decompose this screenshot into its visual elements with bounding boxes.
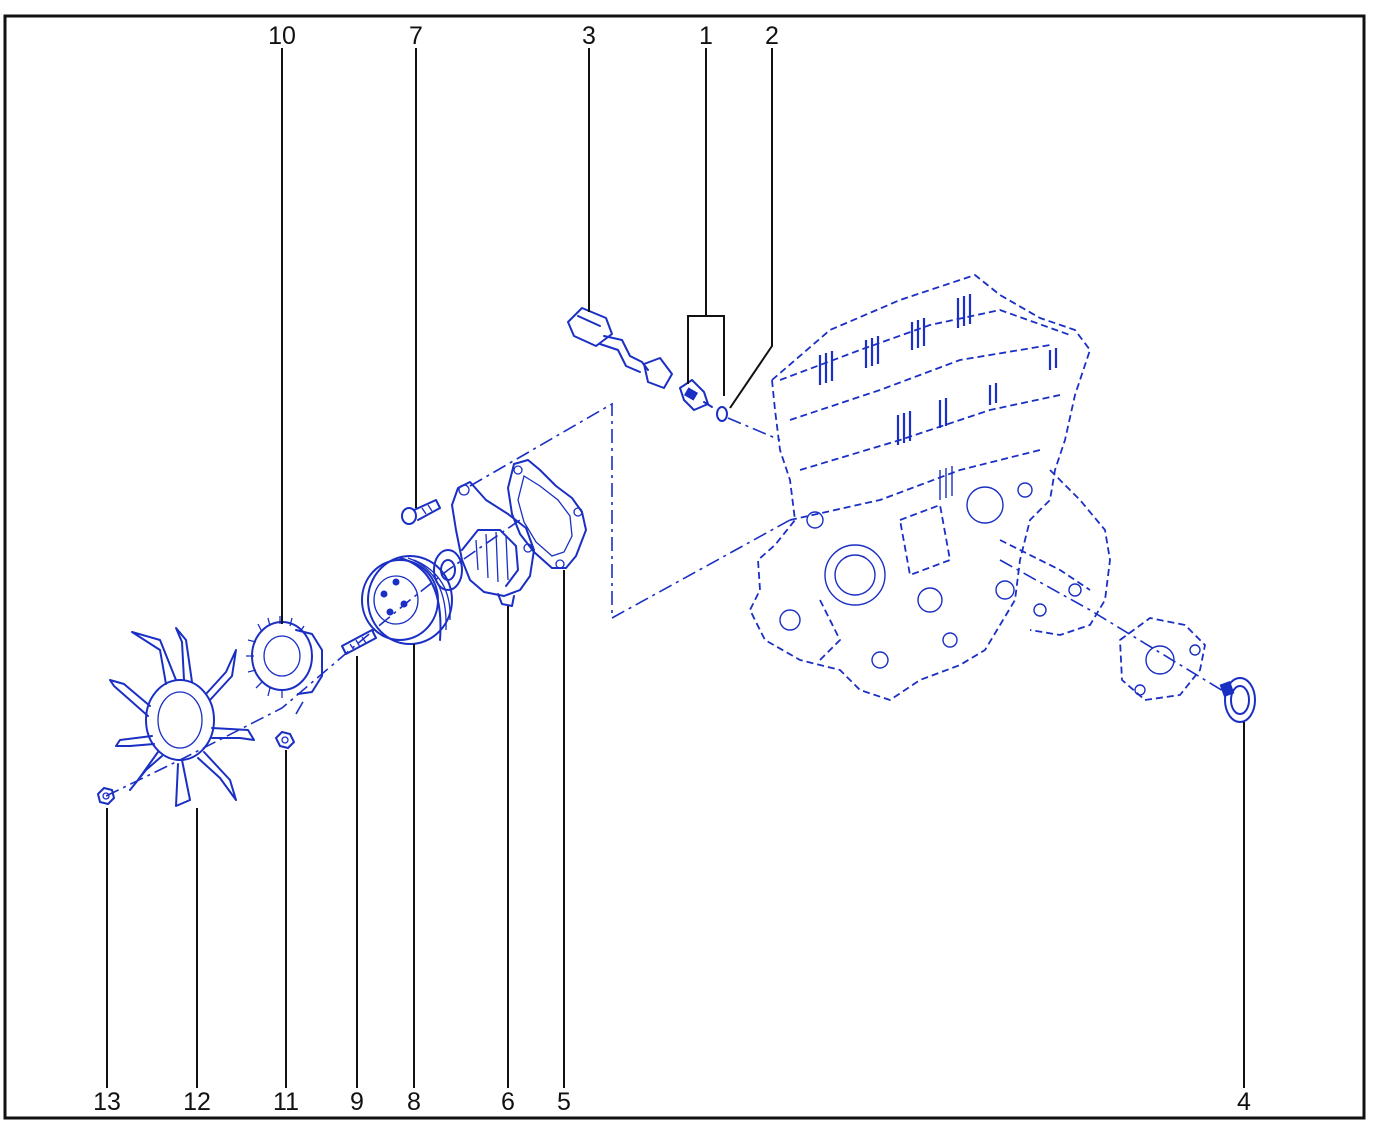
callout-12: 12	[183, 1088, 211, 1116]
callout-5: 5	[557, 1088, 571, 1116]
water-pump	[433, 481, 535, 607]
callout-1: 1	[699, 22, 713, 50]
callout-3: 3	[582, 22, 596, 50]
callout-9: 9	[350, 1088, 364, 1116]
callout-13: 13	[93, 1088, 121, 1116]
sensor-sealing-washer	[716, 406, 728, 422]
callout-11: 11	[273, 1088, 299, 1116]
water-pump-pulley	[361, 555, 453, 645]
cooling-fan	[109, 627, 255, 807]
callout-10: 10	[268, 22, 296, 50]
callout-4: 4	[1237, 1088, 1251, 1116]
callout-labels: 1 2 3 4 5 6 7 8 9 10 11 12 13	[93, 22, 1251, 1116]
camshaft-detail	[818, 294, 1058, 445]
callout-7: 7	[409, 22, 423, 50]
thermostat-part	[1219, 677, 1256, 723]
leader-lines	[106, 48, 1245, 1088]
assembly-axes	[105, 402, 1229, 797]
fan-nut	[97, 787, 115, 805]
callout-8: 8	[407, 1088, 421, 1116]
pulley-stud	[341, 629, 377, 655]
fan-clutch-nut	[275, 731, 295, 749]
engine-block	[749, 274, 1111, 701]
water-pump-gasket	[507, 459, 587, 569]
callout-2: 2	[765, 22, 779, 50]
thermostat-housing	[1119, 617, 1206, 701]
temperature-sensor-harness	[567, 307, 673, 389]
coolant-temperature-sensor	[679, 379, 713, 411]
callout-6: 6	[501, 1088, 515, 1116]
water-pump-bolt	[401, 499, 441, 525]
fan-clutch	[246, 616, 323, 698]
diagram-frame	[3, 14, 1366, 1120]
